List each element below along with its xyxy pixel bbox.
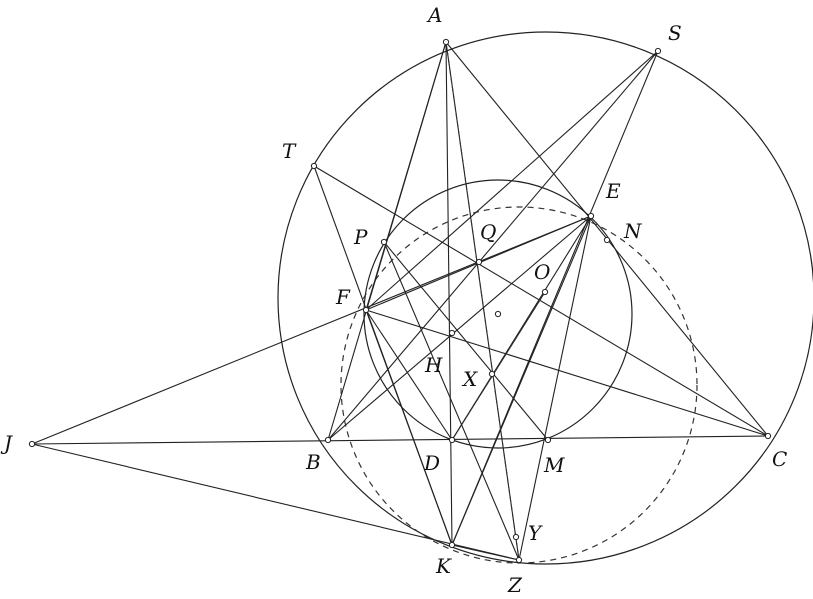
label-T: T (282, 139, 297, 163)
circumcircle (277, 31, 813, 565)
dashed-segments (445, 41, 546, 561)
point-labels: A S T E N P Q O F H X J B D M C Y K Z (0, 3, 787, 597)
label-S: S (668, 21, 682, 45)
point-markers (28, 38, 772, 564)
label-D: D (423, 451, 440, 475)
nine-point-circle (363, 179, 633, 449)
label-C: C (772, 447, 787, 471)
label-H: H (424, 353, 443, 377)
label-X: X (461, 367, 478, 391)
label-N: N (623, 219, 643, 243)
label-J: J (0, 431, 13, 455)
label-Z: Z (507, 573, 523, 597)
label-Y: Y (528, 521, 543, 545)
label-E: E (605, 179, 621, 203)
segments (31, 41, 769, 561)
label-F: F (335, 285, 351, 309)
label-A: A (426, 3, 442, 27)
label-Q: Q (480, 220, 496, 244)
label-M: M (543, 453, 565, 477)
label-B: B (305, 450, 321, 474)
label-K: K (435, 554, 452, 578)
label-O: O (534, 260, 550, 284)
label-P: P (353, 225, 368, 249)
